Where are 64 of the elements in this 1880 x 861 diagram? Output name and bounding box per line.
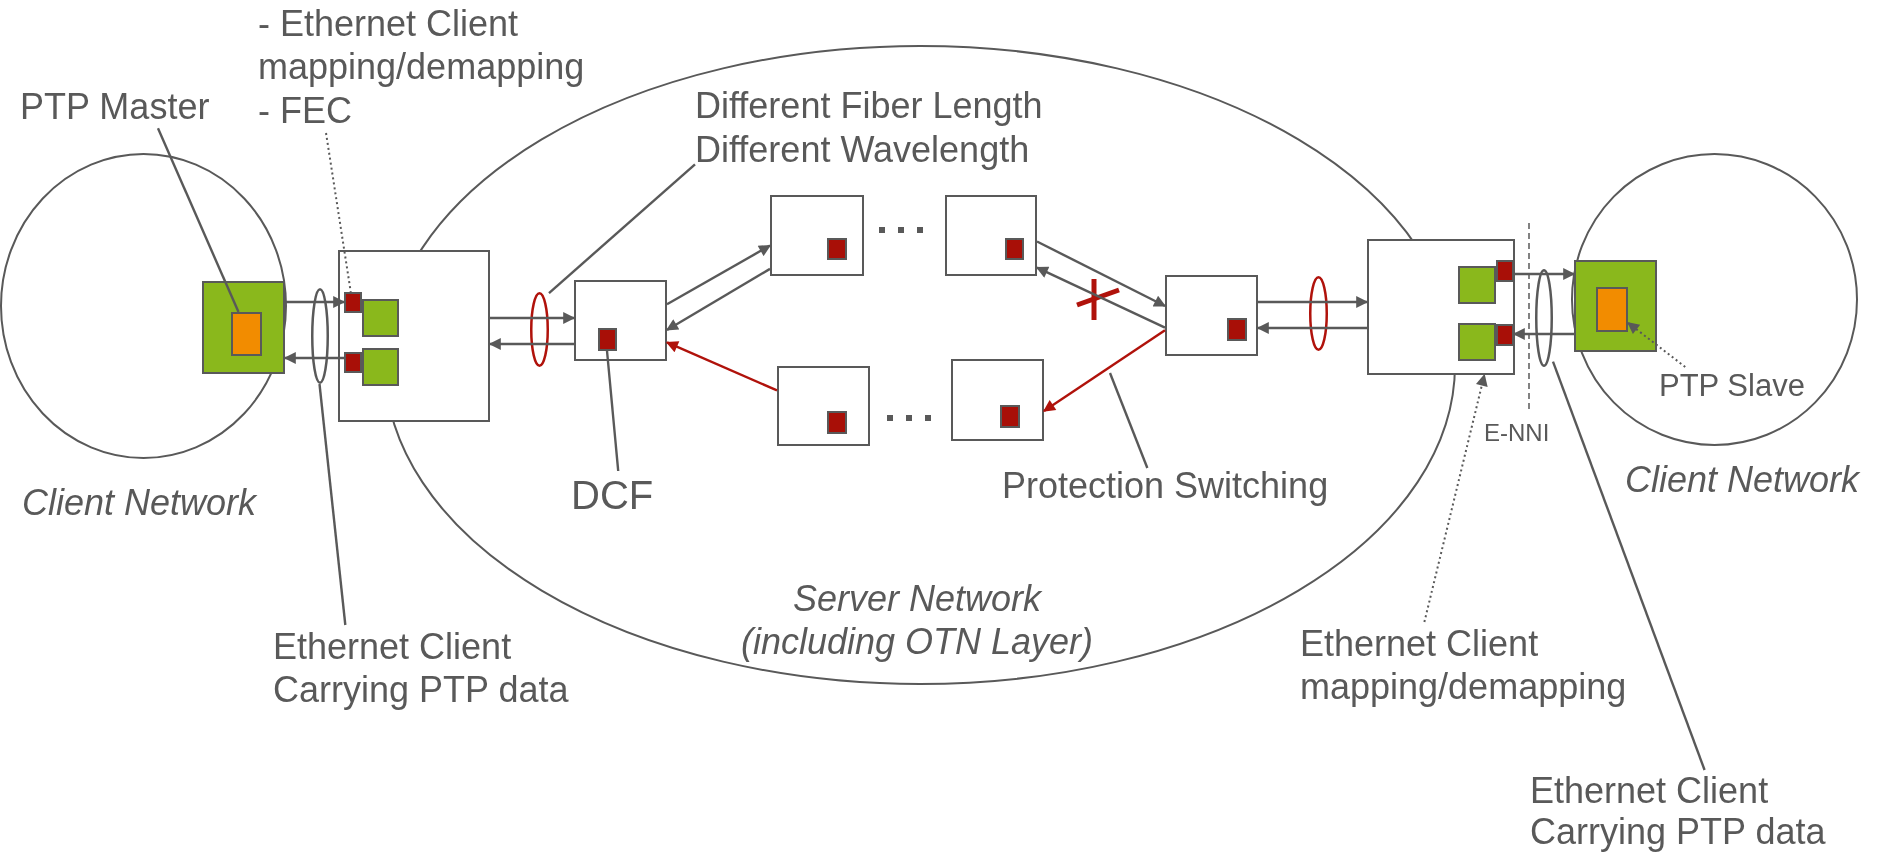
network-label: Client Network bbox=[22, 481, 258, 525]
arrow bbox=[1256, 322, 1367, 334]
port-box bbox=[202, 281, 285, 374]
callout-text: Different Fiber Length bbox=[695, 88, 1044, 124]
callout-text: PTP Slave bbox=[1659, 367, 1819, 405]
port-marker bbox=[1496, 324, 1514, 346]
network-element-box bbox=[770, 195, 864, 276]
network-element-box bbox=[1367, 239, 1515, 375]
arrow bbox=[1514, 268, 1576, 280]
arrow bbox=[488, 338, 574, 350]
callout-text: Protection Switching bbox=[1002, 468, 1347, 504]
port-marker bbox=[827, 238, 847, 260]
leader-line bbox=[325, 132, 352, 293]
network-element-box bbox=[951, 359, 1044, 441]
port-marker bbox=[344, 352, 362, 373]
callout-text: Ethernet Client mapping/demapping bbox=[1300, 622, 1645, 709]
port-box bbox=[1458, 266, 1496, 304]
network-element-box bbox=[1165, 275, 1258, 356]
arrow bbox=[1043, 329, 1166, 412]
network-element-box bbox=[777, 366, 870, 446]
callout-text: - FEC bbox=[258, 89, 353, 133]
leader-line bbox=[1551, 361, 1706, 771]
port-box bbox=[362, 348, 399, 386]
arrow bbox=[665, 341, 778, 392]
network-label: Server Network (including OTN Layer) bbox=[739, 577, 1095, 664]
network-element-box bbox=[574, 280, 667, 361]
port-marker bbox=[1005, 238, 1024, 260]
arrow bbox=[1512, 328, 1574, 340]
arrow bbox=[1258, 296, 1369, 308]
callout-text: Ethernet Client Carrying PTP data bbox=[273, 625, 583, 712]
network-element-box bbox=[338, 250, 490, 422]
arrow bbox=[283, 352, 344, 364]
leader-line bbox=[156, 127, 240, 313]
port-marker bbox=[827, 411, 847, 434]
port-marker bbox=[344, 292, 362, 313]
leader-line bbox=[1108, 372, 1149, 469]
interface-label: E-NNI bbox=[1484, 419, 1550, 448]
callout-text: Different Wavelength bbox=[695, 132, 1031, 168]
leader-line bbox=[548, 163, 696, 294]
clock-module-box bbox=[231, 312, 262, 356]
callout-text: Ethernet Client Carrying PTP data bbox=[1530, 770, 1860, 853]
arrow bbox=[1036, 240, 1167, 308]
callout-text: PTP Master bbox=[20, 85, 240, 129]
leader-line bbox=[318, 383, 347, 626]
network-element-box bbox=[945, 195, 1037, 276]
callout-text: DCF bbox=[571, 471, 661, 519]
arrow bbox=[1035, 266, 1166, 329]
port-marker bbox=[1000, 405, 1020, 428]
port-marker bbox=[1227, 318, 1247, 341]
leader-line bbox=[1627, 321, 1687, 368]
arrow bbox=[665, 267, 771, 331]
leader-line bbox=[605, 350, 620, 472]
port-marker bbox=[598, 328, 617, 351]
leader-line bbox=[1423, 373, 1488, 623]
port-marker bbox=[1496, 260, 1514, 282]
arrow bbox=[285, 296, 346, 308]
port-box bbox=[1574, 260, 1657, 352]
arrow bbox=[666, 244, 772, 306]
port-box bbox=[362, 299, 399, 337]
callout-text: - Ethernet Client mapping/demapping bbox=[258, 2, 586, 89]
network-label: Client Network bbox=[1625, 458, 1861, 502]
arrow bbox=[490, 312, 576, 324]
port-box bbox=[1458, 323, 1496, 361]
clock-module-box bbox=[1596, 287, 1628, 332]
